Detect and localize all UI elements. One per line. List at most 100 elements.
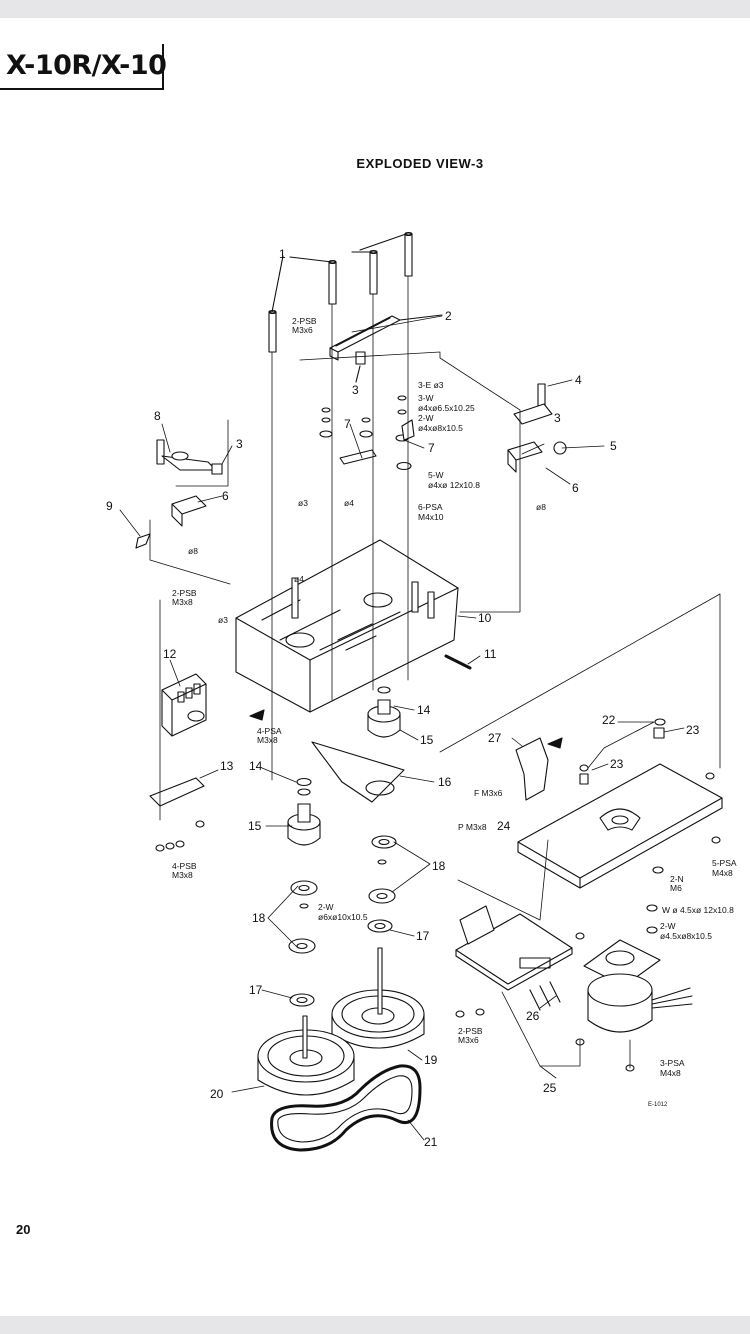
top-bracket [329,314,443,361]
guide-rods [268,231,413,353]
callout-16: 16 [438,775,452,789]
callout-25: 25 [543,1081,557,1095]
model-header-box: X-10R/X-10 [0,44,167,90]
hw-label: P M3x8 [458,822,487,832]
washer-set [288,835,397,1007]
link-arm [339,449,377,465]
direction-arrow-left [249,709,265,721]
hw-label: ø4xø6.5x10.25 [418,403,475,413]
hw-label: M3x8 [257,735,278,745]
callout-13: 13 [220,759,234,773]
callout-5: 5 [610,439,617,453]
hw-label: W ø 4.5xø 12x10.8 [662,905,734,915]
bottom-strip [0,1316,750,1334]
callout-18: 18 [252,911,266,925]
hw-label: ø4 [344,498,354,508]
callout-3: 3 [554,411,561,425]
callout-12: 12 [163,647,177,661]
hw-label: 4-PSB [172,861,197,871]
callout-27: 27 [488,731,502,745]
hw-label: 3-E ø3 [418,380,444,390]
callout-7: 7 [344,417,351,431]
hw-label: 6-PSA [418,502,443,512]
callout-9: 9 [106,499,113,513]
direction-arrow-right [547,737,563,749]
hw-label: ø3 [298,498,308,508]
callout-3: 3 [352,383,359,397]
hw-label: ø4xø8x10.5 [418,423,463,433]
hw-label: ø4 [294,574,304,584]
callout-19: 19 [424,1053,438,1067]
hw-label: M3x8 [172,597,193,607]
cap-part [654,718,666,726]
hw-label: 2-PSB [458,1026,483,1036]
hw-label: 2-W [660,921,676,931]
hw-label: ø8 [536,502,546,512]
clip-part [355,351,366,365]
hw-label: M4x8 [712,868,733,878]
hw-label: 2-PSB [292,316,317,326]
capstan-bearing-right [367,686,401,738]
page-number: 20 [16,1222,31,1237]
head-block [161,673,207,737]
leader-lines [119,315,685,1141]
callout-15: 15 [420,733,434,747]
callout-15: 15 [248,819,262,833]
callout-17: 17 [249,983,263,997]
callout-2: 2 [445,309,452,323]
callout-4: 4 [575,373,582,387]
sub-chassis-plate [311,741,405,803]
hw-label: ø4xø 12x10.8 [428,480,480,490]
mount-block-left [171,495,207,515]
hw-label: ø3 [218,615,228,625]
hw-label: 2-W [318,902,334,912]
callout-6: 6 [222,489,229,503]
hw-label: 2-PSB [172,588,197,598]
hw-label: M4x8 [660,1068,681,1078]
callout-23: 23 [610,757,624,771]
capstan-bearing-left [287,777,321,846]
flywheel-left [257,1015,355,1096]
circuit-board [455,905,573,1011]
hw-label: 2-N [670,874,684,884]
callout-21: 21 [424,1135,438,1149]
hardware-labels: 2-PSB M3x6 3-E ø3 3-W ø4xø6.5x10.25 2-W … [172,316,737,1108]
callout-20: 20 [210,1087,224,1101]
callout-1: 1 [279,247,286,261]
bottom-screws [155,820,205,852]
hw-label: 2-W [418,413,434,423]
hw-label: ø4.5xø8x10.5 [660,931,712,941]
hw-label: M6 [670,883,682,893]
model-title: X-10R/X-10 [6,50,167,81]
drawing-code: E-1012 [648,1102,668,1108]
callout-14: 14 [417,703,431,717]
hw-label: ø8 [188,546,198,556]
callout-labels: 1 2 3 3 3 4 5 6 6 7 7 8 9 10 11 12 13 14… [106,247,700,1149]
callout-14: 14 [249,759,263,773]
hw-label: ø6xø10x10.5 [318,912,368,922]
main-chassis [235,539,459,713]
hw-label: 3-W [418,393,434,403]
callout-17: 17 [416,929,430,943]
left-arm-assembly [156,439,223,475]
hw-label: M3x6 [292,325,313,335]
tension-spring [444,654,472,670]
callout-3: 3 [236,437,243,451]
callout-18: 18 [432,859,446,873]
mount-block-right [507,441,543,461]
callout-23: 23 [686,723,700,737]
callout-7: 7 [428,441,435,455]
hw-label: 3-PSA [660,1058,685,1068]
callout-6: 6 [572,481,579,495]
hw-label: M3x8 [172,870,193,880]
hw-label: 5-PSA [712,858,737,868]
drive-belt [270,1064,422,1152]
callout-11: 11 [484,647,497,661]
lower-bracket [149,777,205,807]
drive-motor [583,939,693,1033]
callout-26: 26 [526,1009,540,1023]
spring-part [135,533,151,549]
hw-label: M3x6 [458,1035,479,1045]
callout-8: 8 [154,409,161,423]
